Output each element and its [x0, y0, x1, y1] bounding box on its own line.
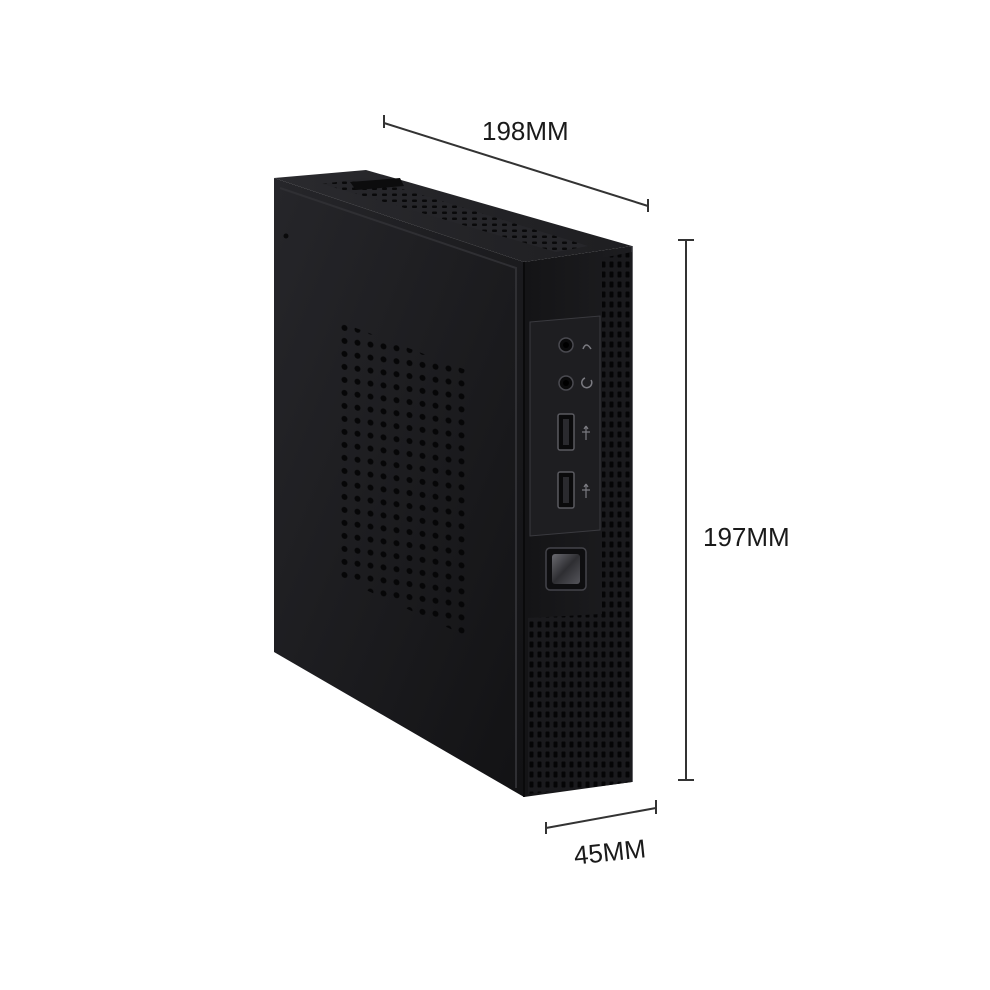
depth-label: 45MM: [572, 833, 647, 870]
headphone-icon: [582, 344, 592, 350]
headphone-jack[interactable]: [558, 337, 574, 353]
width-dimension: 198MM: [383, 115, 649, 212]
usb-icon: [582, 483, 590, 498]
side-vent-perforations: [340, 322, 466, 636]
front-bottom-mesh: [528, 614, 602, 794]
mini-pc-case: [274, 170, 633, 797]
top-vent-mesh: [322, 178, 588, 252]
microphone-icon: [581, 377, 593, 389]
usb-port-1[interactable]: [557, 413, 575, 451]
power-button[interactable]: [545, 547, 587, 591]
microphone-jack[interactable]: [558, 375, 574, 391]
height-dimension: 197MM: [678, 239, 790, 781]
usb-port-2[interactable]: [557, 471, 575, 509]
usb-icon: [582, 425, 590, 440]
height-label: 197MM: [703, 522, 790, 552]
depth-dimension-line: [545, 807, 657, 829]
depth-dimension: 45MM: [545, 800, 657, 871]
width-label: 198MM: [482, 116, 569, 146]
width-dimension-line: [383, 122, 649, 207]
front-side-mesh-strip: [602, 252, 632, 786]
